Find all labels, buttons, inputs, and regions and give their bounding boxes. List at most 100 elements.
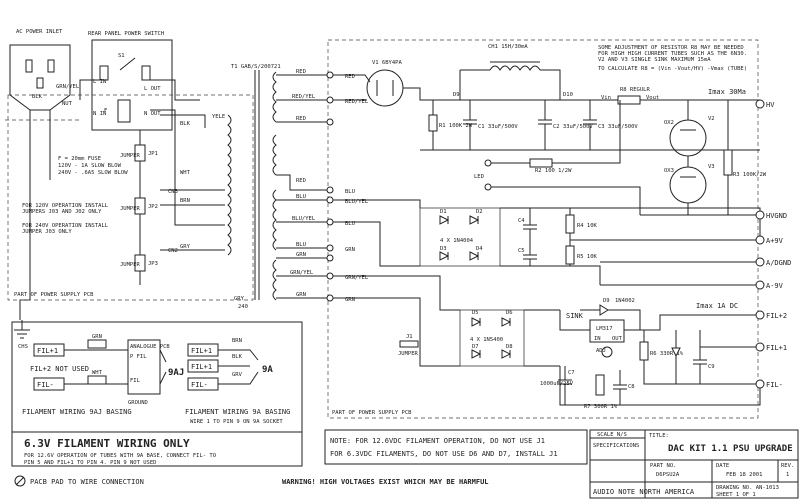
svg-text:6.3V FILAMENT WIRING ONLY: 6.3V FILAMENT WIRING ONLY [24, 437, 190, 450]
secondary-wires: RED RED/YEL RED RED BLU BLU/YEL BLU GRN … [276, 69, 330, 299]
svg-text:F: F [104, 108, 107, 114]
svg-text:FIL+1: FIL+1 [766, 344, 787, 352]
svg-text:R7 300R 1%: R7 300R 1% [584, 404, 618, 410]
svg-text:BLU: BLU [345, 189, 355, 195]
svg-text:REV.: REV. [781, 463, 794, 469]
svg-text:LM317: LM317 [596, 326, 613, 332]
svg-text:HV: HV [766, 101, 775, 109]
svg-text:C8: C8 [628, 384, 635, 390]
svg-text:4 X 1N5400: 4 X 1N5400 [470, 337, 503, 343]
svg-text:GRN: GRN [345, 297, 355, 303]
svg-text:OUT: OUT [612, 336, 623, 342]
svg-text:FIL-: FIL- [766, 381, 783, 389]
svg-text:GRY: GRY [180, 244, 191, 250]
svg-text:D8: D8 [506, 344, 513, 350]
svg-text:V3: V3 [708, 164, 715, 170]
svg-text:FEB 18 2001: FEB 18 2001 [726, 472, 762, 478]
svg-text:FOR HIGH HIGH CURRENT TUBES SU: FOR HIGH HIGH CURRENT TUBES SUCH AS THE … [598, 51, 747, 57]
svg-text:V2 AND V3 SINGLE SINK MAXIMUM: V2 AND V3 SINGLE SINK MAXIMUM 15mA [598, 57, 711, 63]
warning-text: WARNING! HIGH VOLTAGES EXIST WHICH MAY B… [282, 478, 489, 486]
svg-text:A-9V: A-9V [766, 282, 784, 290]
svg-text:RED: RED [296, 69, 306, 75]
svg-text:ANALOGUE PCB: ANALOGUE PCB [130, 344, 170, 350]
svg-text:CH1 15H/30mA: CH1 15H/30mA [488, 44, 528, 50]
output-rails: HV HVGND A+9V A/DGND A-9V FIL+2 FIL+1 FI… [755, 99, 791, 389]
svg-text:SPECIFICATIONS: SPECIFICATIONS [593, 443, 639, 449]
svg-text:J1: J1 [406, 334, 413, 340]
svg-text:JP3: JP3 [148, 261, 158, 267]
svg-text:A/DGND: A/DGND [766, 259, 791, 267]
svg-text:GROUND: GROUND [128, 400, 148, 406]
svg-text:BRN: BRN [232, 338, 242, 344]
svg-text:D6PSU2A: D6PSU2A [656, 472, 680, 478]
svg-text:1000uF/25V: 1000uF/25V [540, 381, 574, 387]
fuse-area: JUMPER JP1 JP2 JP3 JUMPER JUMPER F CN2 C… [104, 99, 178, 285]
svg-text:R4 10K: R4 10K [577, 223, 598, 229]
power-switch: REAR PANEL POWER SWITCH S1 L IN L OUT N … [32, 31, 173, 131]
right-pcb-outline [327, 39, 759, 419]
pcb-pad-legend: PACB PAD TO WIRE CONNECTION [14, 475, 144, 487]
svg-text:GRN/YEL: GRN/YEL [56, 84, 80, 90]
svg-text:N IN: N IN [93, 111, 106, 117]
svg-text:D2: D2 [476, 209, 483, 215]
svg-text:L IN: L IN [93, 79, 106, 85]
svg-text:DATE: DATE [716, 463, 729, 469]
svg-text:SINK: SINK [566, 312, 584, 320]
svg-text:4 X 1N4004: 4 X 1N4004 [440, 238, 474, 244]
svg-text:BRN: BRN [180, 198, 190, 204]
svg-text:GRV: GRV [232, 372, 243, 378]
svg-text:Vout: Vout [646, 95, 659, 101]
svg-text:DRAWING NO. AN-1013: DRAWING NO. AN-1013 [716, 485, 779, 491]
svg-text:NUT: NUT [62, 101, 73, 107]
svg-text:C9: C9 [708, 364, 715, 370]
svg-text:D5: D5 [472, 310, 479, 316]
svg-text:9AJ: 9AJ [168, 368, 184, 378]
svg-text:V2: V2 [708, 116, 715, 122]
svg-text:FIL-: FIL- [37, 381, 54, 389]
svg-text:C7: C7 [568, 370, 575, 376]
svg-text:BLK: BLK [32, 94, 43, 100]
hv-regulator-tubes: OX2 OX3 V2 V3 R3 100K/2W [640, 100, 767, 216]
svg-text:JUMPERS J03 AND J02 ONLY: JUMPERS J03 AND J02 ONLY [22, 209, 102, 215]
fil-imax: Imax 1A DC [696, 302, 738, 310]
svg-text:C4: C4 [518, 218, 525, 224]
svg-text:1N4002: 1N4002 [615, 298, 635, 304]
svg-text:JP1: JP1 [148, 151, 158, 157]
svg-text:YELE: YELE [212, 114, 225, 120]
svg-text:R6 330R 1%: R6 330R 1% [650, 351, 684, 357]
hv-filter-caps: R1 100K 2W C1 33uF/500V C2 33uF/500V C3 … [420, 100, 760, 151]
svg-text:D9: D9 [453, 92, 460, 98]
svg-text:P FIL: P FIL [130, 354, 147, 360]
svg-text:SOME ADJUSTMENT OF RESISTOR R8: SOME ADJUSTMENT OF RESISTOR R8 MAY BE NE… [598, 45, 744, 51]
jumper-j1: J1 JUMPER [398, 334, 419, 357]
svg-text:FOR 240V OPERATION INSTALL: FOR 240V OPERATION INSTALL [22, 223, 109, 229]
svg-text:FIL+2 NOT USED: FIL+2 NOT USED [30, 365, 89, 373]
svg-text:BLU: BLU [296, 194, 306, 200]
svg-text:NOTE: FOR 12.6VDC FILAMENT OPE: NOTE: FOR 12.6VDC FILAMENT OPERATION, DO… [330, 437, 545, 445]
svg-text:F = 20mm FUSE: F = 20mm FUSE [58, 156, 101, 162]
hv-rectifier: V1 6BY4PA [333, 60, 430, 107]
svg-text:N OUT: N OUT [144, 111, 161, 117]
svg-text:BLU/YEL: BLU/YEL [345, 199, 369, 205]
svg-text:R5 10K: R5 10K [577, 254, 598, 260]
svg-text:TITLE:: TITLE: [649, 433, 669, 439]
svg-text:S1: S1 [118, 53, 125, 59]
svg-text:C3 33uF/500V: C3 33uF/500V [598, 124, 638, 130]
svg-text:L OUT: L OUT [144, 86, 161, 92]
svg-text:FILAMENT WIRING 9A BASING: FILAMENT WIRING 9A BASING [185, 408, 290, 416]
transformer: T1 GAB/S/200721 YELE GRY 240 [212, 64, 281, 310]
svg-text:BLU/YEL: BLU/YEL [292, 216, 316, 222]
svg-text:DAC KIT 1.1 PSU UPGRADE: DAC KIT 1.1 PSU UPGRADE [668, 444, 793, 454]
svg-text:R1 100K 2W: R1 100K 2W [439, 123, 473, 129]
pcb-terminals-left [326, 71, 334, 302]
svg-text:JUMPER: JUMPER [120, 153, 141, 159]
svg-text:C1 33uF/500V: C1 33uF/500V [478, 124, 518, 130]
choke-ch1: CH1 15H/30mA [459, 44, 561, 100]
right-pcb-note: PART OF POWER SUPPLY PCB [332, 410, 412, 416]
svg-text:WHT: WHT [180, 170, 191, 176]
svg-text:JUMPER: JUMPER [398, 351, 419, 357]
filament-bridge: D5 D6 D7 D8 4 X 1N5400 [333, 275, 560, 367]
svg-text:GRN: GRN [92, 334, 102, 340]
svg-text:GRY: GRY [234, 296, 245, 302]
svg-text:JUMPER J03 ONLY: JUMPER J03 ONLY [22, 229, 72, 235]
